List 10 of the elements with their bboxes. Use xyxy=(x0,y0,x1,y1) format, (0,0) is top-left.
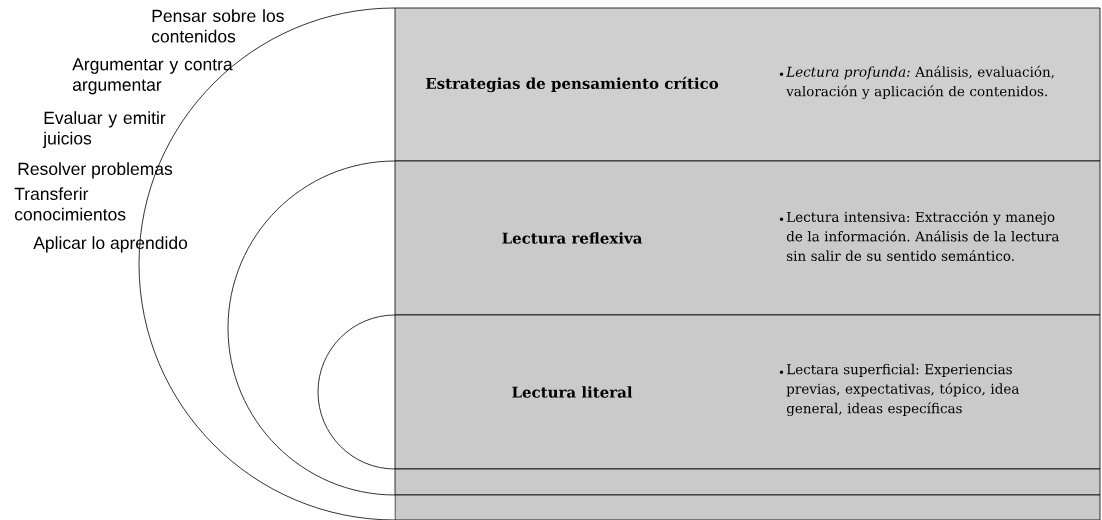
table-row: Lectura reflexiva Lectura intensiva: Extracción y manejo de la información. Análisis de la lectura sin salir de su sentido semántico. xyxy=(394,160,1101,316)
skill-label: Evaluar y emitir juicios xyxy=(42,111,166,148)
empty-row xyxy=(394,494,1101,520)
skill-label: Transferir conocimientos xyxy=(14,187,126,221)
empty-row xyxy=(394,468,1101,496)
table-row: Estrategias de pensamiento crítico Lectura profunda: Análisis, evaluación, valoración y aplicación de contenidos. xyxy=(394,7,1101,162)
skill-label: Aplicar lo aprendido xyxy=(33,236,188,253)
skill-label: Pensar sobre los contenidos xyxy=(151,9,284,43)
skill-label: Resolver problemas xyxy=(18,162,173,179)
skill-label: Argumentar y contra argumentar xyxy=(72,58,233,95)
